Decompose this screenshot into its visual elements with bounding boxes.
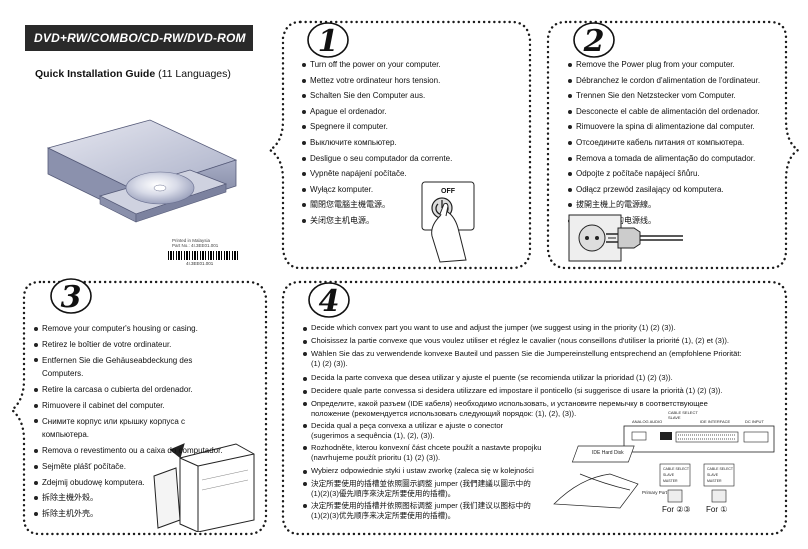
step-3-item: Retire la carcasa o cubierta del ordenad…: [34, 382, 264, 398]
step-2-item: Desconecte el cable de alimentación del …: [568, 104, 778, 120]
step-3-item: 拆除主机外壳。: [34, 506, 264, 522]
step-2-number: 2: [573, 22, 615, 59]
power-plug-illustration: [568, 214, 683, 262]
step-4-list: Decide which convex part you want to use…: [303, 321, 773, 523]
step-2-item: Remova a tomada de alimentação do comput…: [568, 151, 778, 167]
step-2-item: Отсоедините кабель питания от компьютера…: [568, 135, 778, 151]
step-1-number-text: 1: [318, 24, 339, 59]
step-2-item: Débranchez le cordon d'alimentation de l…: [568, 73, 778, 89]
step-4-item: Wybierz odpowiednie styki i ustaw zworkę…: [303, 464, 773, 477]
step-4-item: 決定所要使用的插槽並依照圖示調整 jumper (我們建議以圖示中的(1)(2)…: [303, 479, 533, 499]
step-1-item: Wyłącz komputer.: [302, 182, 502, 198]
step-3-item: Zdejmij obudowę komputera.: [34, 475, 264, 491]
step-3-item: Entfernen Sie die Gehäuseabdeckung des C…: [34, 354, 214, 380]
step-3-item: Rimuovere il cabinet del computer.: [34, 398, 264, 414]
step-1-number: 1: [307, 22, 349, 59]
step-2-item: Odpojte z počítače napájecí šňůru.: [568, 166, 778, 182]
step-4-number: 4: [308, 282, 350, 319]
step-4-item: Wählen Sie das zu verwendende konvexe Ba…: [303, 349, 748, 369]
step-1-item: Desligue o seu computador da corrente.: [302, 151, 502, 167]
power-off-illustration: OFF: [421, 181, 475, 263]
step-1-item: Apague el ordenador.: [302, 104, 502, 120]
step-1-list: Turn off the power on your computer. Met…: [302, 57, 502, 229]
step-3-item: Sejměte plášť počítače.: [34, 459, 264, 475]
diagram-cable-select-1: CABLE SELECT: [663, 467, 690, 471]
step-4-item: Decidere quale parte convessa si desider…: [303, 384, 773, 397]
step-4-item: Decide which convex part you want to use…: [303, 321, 773, 334]
step-1-item: 关闭您主机电源。: [302, 213, 502, 229]
diagram-primary-port: Primary Port: [642, 490, 668, 495]
guide-title: Quick Installation Guide (11 Languages): [35, 68, 231, 80]
step-2-number-text: 2: [583, 24, 605, 59]
diagram-cable-select-2: CABLE SELECT: [707, 467, 734, 471]
step-1-item: Spegnere il computer.: [302, 119, 502, 135]
step-2-item: Odłącz przewód zasilający od komputera.: [568, 182, 778, 198]
guide-languages: (11 Languages): [158, 68, 231, 80]
step-4-number-text: 4: [319, 284, 340, 319]
diagram-slave-top: SLAVE: [668, 415, 681, 420]
print-info: Printed in Malaysia Part No.: 4I.3EE01.0…: [172, 238, 218, 248]
diagram-for-23: For ②③: [662, 505, 691, 514]
external-drive-illustration: [46, 119, 238, 223]
step-1-item: Vypněte napájení počítače.: [302, 166, 502, 182]
step-1-item: Schalten Sie den Computer aus.: [302, 88, 502, 104]
print-line-2: Part No.: 4I.3EE01.001: [172, 243, 219, 248]
step-2-item: 拔開主機上的電源線。: [568, 197, 778, 213]
step-3-item: Retirez le boîtier de votre ordinateur.: [34, 337, 264, 353]
step-3-number-text: 3: [61, 280, 82, 315]
step-3-number: 3: [50, 278, 92, 315]
diagram-for-1: For ①: [706, 505, 727, 514]
step-3-list: Remove your computer's housing or casing…: [34, 321, 264, 521]
diagram-analog-audio: ANALOG AUDIO: [632, 419, 662, 424]
jumper-diagram: ANALOG AUDIO IDE INTERFACE DC INPUT CABL…: [553, 410, 775, 514]
computer-case-illustration: [153, 443, 255, 532]
product-banner: DVD+RW/COMBO/CD-RW/DVD-ROM: [25, 25, 253, 51]
step-4-item: Определите, какой разъем (IDE кабеля) не…: [303, 399, 743, 419]
step-2-item: Trennen Sie den Netzstecker vom Computer…: [568, 88, 778, 104]
diagram-ide-hard-disk: IDE Hard Disk: [592, 450, 624, 456]
step-2-list: Remove the Power plug from your computer…: [568, 57, 778, 229]
step-2-item: Rimuovere la spina di alimentazione dal …: [568, 119, 778, 135]
print-line-1: Printed in Malaysia: [172, 238, 211, 243]
step-4-item: Decida la parte convexa que desea utiliz…: [303, 371, 773, 384]
step-1-item: 關閉您電腦主機電源。: [302, 197, 502, 213]
barcode-text: 4I.3EE01.001: [186, 261, 214, 266]
step-1-item: Mettez votre ordinateur hors tension.: [302, 73, 502, 89]
step-2-item: Remove the Power plug from your computer…: [568, 57, 778, 73]
step-1-item: Выключите компьютер.: [302, 135, 502, 151]
diagram-slave-1: SLAVE: [663, 473, 675, 477]
step-3-item: Remova o revestimento ou a caixa do comp…: [34, 443, 264, 459]
diagram-slave-2: SLAVE: [707, 473, 719, 477]
diagram-dc-input: DC INPUT: [745, 419, 764, 424]
step-4-item: Rozhodněte, kterou konvexní část chcete …: [303, 443, 563, 463]
step-4-item: Choisissez la partie convexe que vous vo…: [303, 334, 773, 347]
diagram-ide-interface: IDE INTERFACE: [700, 419, 731, 424]
step-3-item: Снимите корпус или крышку корпуса с комп…: [34, 415, 234, 441]
step-3-item: Remove your computer's housing or casing…: [34, 321, 264, 337]
diagram-master-2: MASTER: [707, 479, 722, 483]
guide-title-text: Quick Installation Guide: [35, 68, 156, 80]
diagram-master-1: MASTER: [663, 479, 678, 483]
diagram-cable-select-top: CABLE SELECT: [668, 410, 698, 415]
barcode: [168, 251, 240, 260]
step-3-item: 拆除主機外殼。: [34, 490, 264, 506]
step-4-item: 决定所要使用的插槽并依照图标调整 jumper (我们建议以图标中的(1)(2)…: [303, 501, 533, 521]
step-4-item: Decida qual a peça convexa a utilizar e …: [303, 421, 538, 441]
off-label: OFF: [441, 188, 456, 195]
step-1-item: Turn off the power on your computer.: [302, 57, 502, 73]
